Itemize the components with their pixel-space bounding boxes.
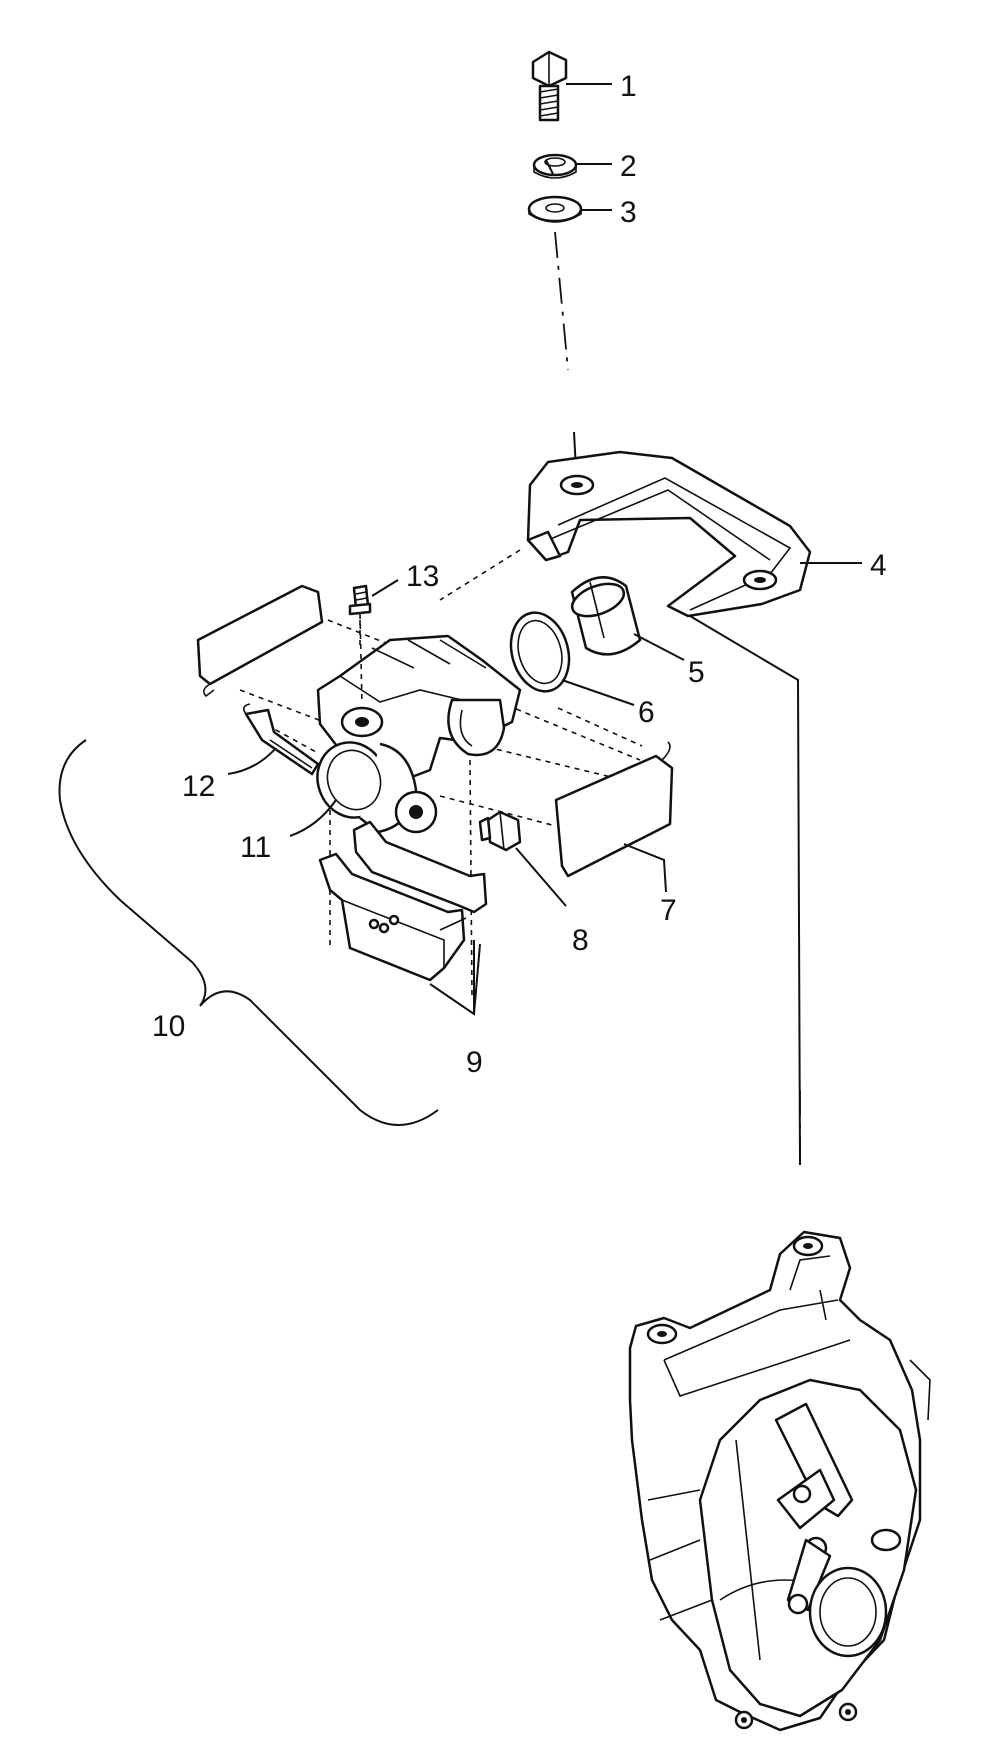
actuator-pin-part xyxy=(242,703,320,776)
caliper-body-part xyxy=(316,634,522,834)
callout-5: 5 xyxy=(688,656,705,689)
seal-ring-part xyxy=(509,611,571,693)
callout-1: 1 xyxy=(620,70,637,103)
bolt-center-line xyxy=(554,231,569,371)
shim-plate-right xyxy=(554,741,674,878)
bleeder-screw-part xyxy=(348,584,372,616)
callout-3: 3 xyxy=(620,196,637,229)
callout-7: 7 xyxy=(660,894,677,927)
callout-9: 9 xyxy=(466,1046,483,1079)
mounting-bolt-part xyxy=(478,810,522,852)
callout-2: 2 xyxy=(620,150,637,183)
callout-13: 13 xyxy=(406,560,439,593)
flat-washer-part xyxy=(527,195,583,223)
callout-8: 8 xyxy=(572,924,589,957)
shim-plate-left xyxy=(196,584,324,698)
callout-11: 11 xyxy=(240,831,271,864)
brake-pads-part xyxy=(318,820,488,982)
caliper-assembly-brace xyxy=(58,739,439,1126)
assembly-leader-line xyxy=(689,615,801,1166)
mounting-bracket-part xyxy=(526,450,812,618)
callout-4: 4 xyxy=(870,549,887,582)
callout-12: 12 xyxy=(182,770,215,803)
bolt-part xyxy=(531,50,568,122)
callout-6: 6 xyxy=(638,696,655,729)
lock-washer-part xyxy=(532,153,578,179)
chaincase-housing-part xyxy=(628,1230,931,1732)
callout-10: 10 xyxy=(152,1010,185,1043)
piston-part xyxy=(570,576,642,656)
